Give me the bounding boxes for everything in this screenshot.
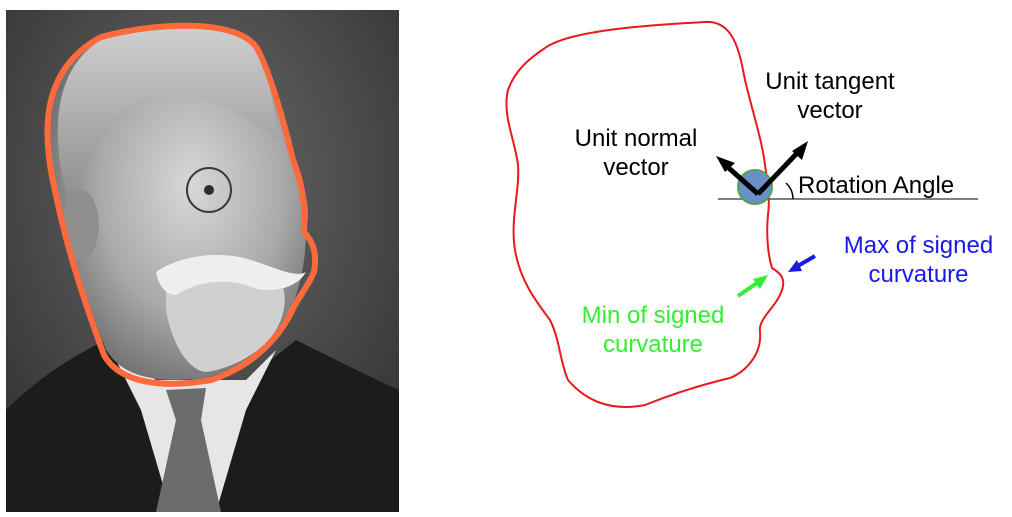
unit-normal-label-line1: Unit normal xyxy=(574,125,698,152)
rotation-angle-arc xyxy=(785,182,794,200)
eye xyxy=(204,185,214,195)
min-curvature-label-line2: curvature xyxy=(602,331,704,358)
max-curvature-arrowhead xyxy=(788,260,802,272)
closed-contour xyxy=(505,20,785,409)
unit-normal-arrowhead xyxy=(716,156,735,172)
hair xyxy=(57,28,278,200)
portrait-svg xyxy=(6,10,399,512)
unit-tangent-label-line1: Unit tangent xyxy=(765,68,895,95)
diagram-svg xyxy=(505,20,978,409)
unit-tangent-vector xyxy=(756,146,804,196)
rotation-angle-label: Rotation Angle xyxy=(798,172,955,199)
max-curvature-label-line2: curvature xyxy=(868,261,969,288)
portrait-photo xyxy=(6,10,399,512)
min-curvature-arrowhead xyxy=(753,275,768,289)
unit-normal-label: Unit normal vector xyxy=(541,124,731,182)
unit-tangent-label: Unit tangent vector xyxy=(735,67,925,125)
glasses-lens xyxy=(186,167,232,213)
mustache xyxy=(156,254,306,295)
ear xyxy=(63,190,99,260)
traced-contour xyxy=(44,22,319,387)
curvature-diagram: Unit normal vector Unit tangent vector R… xyxy=(400,0,1012,512)
contour-point xyxy=(737,169,773,205)
unit-normal-label-line2: vector xyxy=(603,154,669,181)
min-curvature-label-line1: Min of signed xyxy=(581,302,725,329)
unit-tangent-label-line2: vector xyxy=(797,97,863,124)
unit-tangent-arrowhead xyxy=(792,141,808,160)
tie xyxy=(156,388,221,512)
min-curvature-label: Min of signed curvature xyxy=(563,301,743,359)
max-curvature-label-line1: Max of signed xyxy=(843,232,994,259)
max-curvature-label: Max of signed curvature xyxy=(825,231,1012,289)
